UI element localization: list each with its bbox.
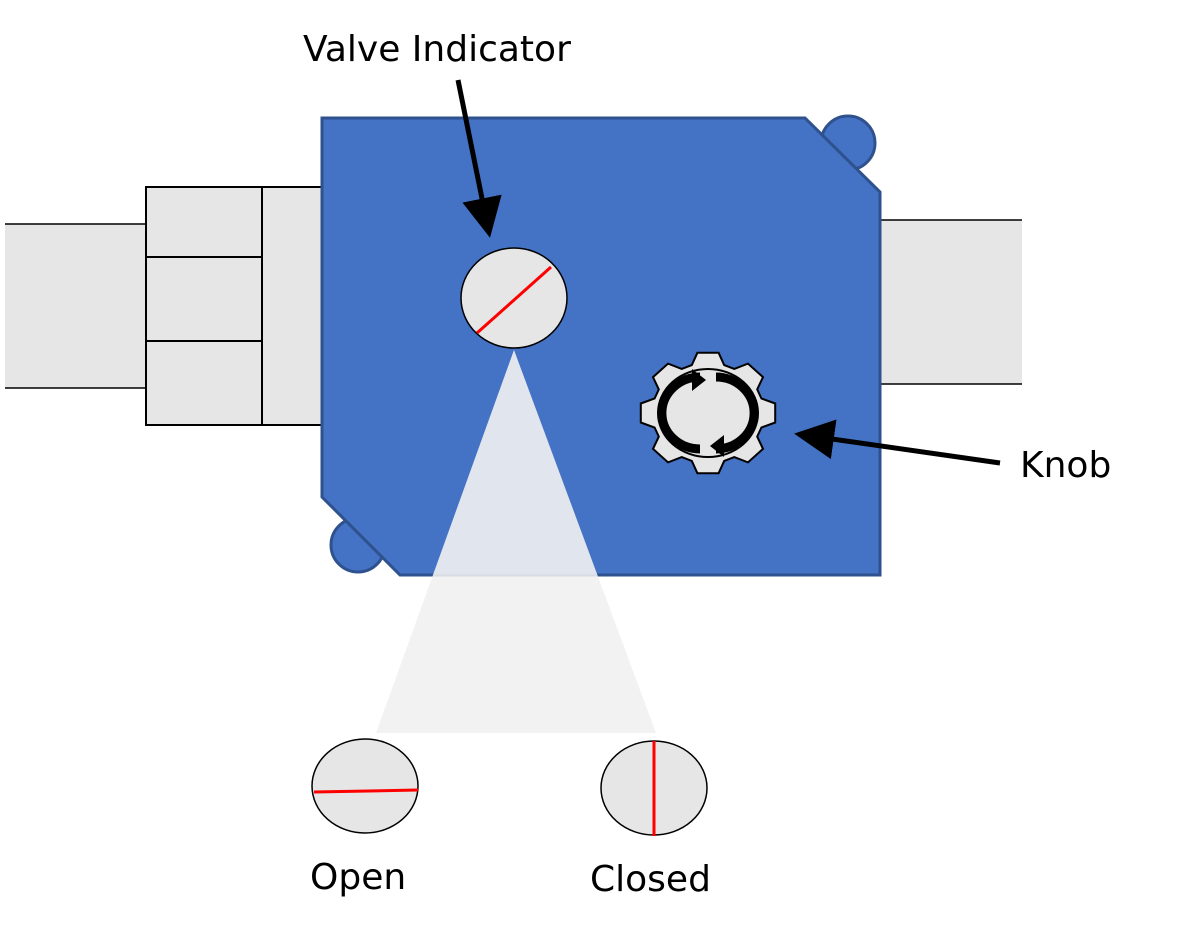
valve-indicator-label: Valve Indicator <box>303 29 571 70</box>
left-pipe <box>5 223 146 389</box>
knob-label: Knob <box>1020 445 1111 486</box>
valve-indicator-arrow <box>455 79 502 238</box>
zoom-cone <box>376 350 656 733</box>
closed-label: Closed <box>590 859 711 900</box>
open-label: Open <box>310 857 406 898</box>
closed-indicator <box>600 740 708 836</box>
actuator-body <box>320 116 882 577</box>
valve-indicator <box>460 247 568 349</box>
pipe-nut <box>145 186 323 426</box>
knob-arrow <box>794 419 1001 466</box>
open-indicator <box>311 738 419 834</box>
gear-rotate-icon <box>639 351 777 475</box>
right-pipe <box>880 219 1022 385</box>
